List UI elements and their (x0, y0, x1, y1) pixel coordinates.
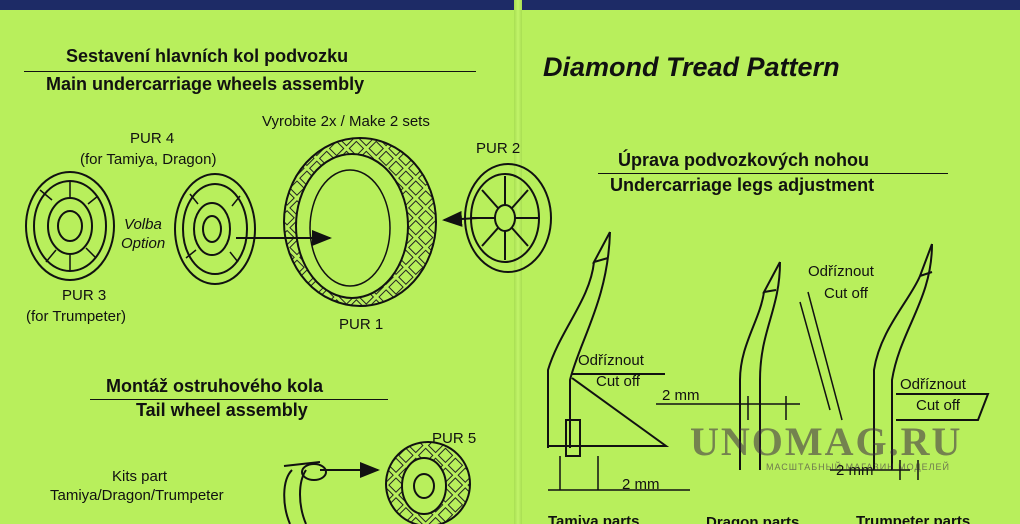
page-fold (514, 0, 522, 524)
tail-wheel-title-en: Tail wheel assembly (136, 400, 308, 420)
part-label-dragon: Dragon parts (706, 514, 800, 524)
legs-title-cz: Úprava podvozkových nohou (618, 150, 870, 170)
part-label-trumpeter: Trumpeter parts (856, 513, 971, 524)
trumpeter-leg-drawing (807, 243, 990, 480)
legs-title-en: Undercarriage legs adjustment (610, 175, 875, 195)
legs-title-divider (598, 173, 948, 174)
kits-part-line1: Kits part (112, 468, 168, 485)
pur1-label: PUR 1 (339, 316, 384, 333)
arrow-pur2-to-pur1 (442, 210, 479, 227)
pur3-note: (for Trumpeter) (26, 308, 127, 325)
main-wheels-title-cz: Sestavení hlavních kol podvozku (66, 46, 349, 66)
pur4-label: PUR 4 (130, 130, 175, 147)
pur3-hub-drawing (25, 171, 115, 281)
dim-2mm-dragon: 2 mm (662, 387, 700, 404)
watermark: UNOMAG.RU (690, 419, 963, 464)
cut-off-3-en: Cut off (916, 397, 960, 414)
tail-title-divider (90, 399, 388, 400)
pur5-wheel-drawing (385, 441, 471, 524)
pur1-tire-drawing (283, 137, 437, 307)
tail-wheel-title-cz: Montáž ostruhového kola (106, 376, 324, 396)
part-label-tamiya: Tamiya parts (548, 513, 640, 524)
option-label-cz: Volba (124, 216, 162, 233)
tail-leg-drawing (283, 461, 327, 524)
pur3-label: PUR 3 (62, 287, 107, 304)
cut-off-1-en: Cut off (596, 373, 640, 390)
title-divider (24, 71, 476, 72)
cut-off-2-en: Cut off (824, 285, 868, 302)
main-wheels-title-en: Main undercarriage wheels assembly (46, 74, 365, 94)
cut-off-2-cz: Odříznout (808, 263, 874, 280)
option-label-en: Option (121, 235, 166, 252)
tamiya-leg-drawing (547, 231, 690, 491)
cut-off-3-cz: Odříznout (900, 376, 966, 393)
watermark-subtitle: МАСШТАБНЫЙ МАГАЗИН МОДЕЛЕЙ (766, 462, 950, 472)
pur2-label: PUR 2 (476, 140, 521, 157)
kits-part-line2: Tamiya/Dragon/Trumpeter (50, 487, 224, 504)
dragon-leg-drawing (656, 261, 831, 470)
pur4-note: (for Tamiya, Dragon) (80, 151, 217, 168)
dim-2mm-tamiya: 2 mm (622, 476, 660, 493)
background-band (0, 0, 1020, 10)
diamond-pattern-title: Diamond Tread Pattern (543, 52, 840, 82)
pur5-label: PUR 5 (432, 430, 477, 447)
cut-off-1-cz: Odříznout (578, 352, 644, 369)
make-sets-label: Vyrobite 2x / Make 2 sets (262, 113, 430, 130)
pur4-hub-drawing (174, 173, 256, 285)
